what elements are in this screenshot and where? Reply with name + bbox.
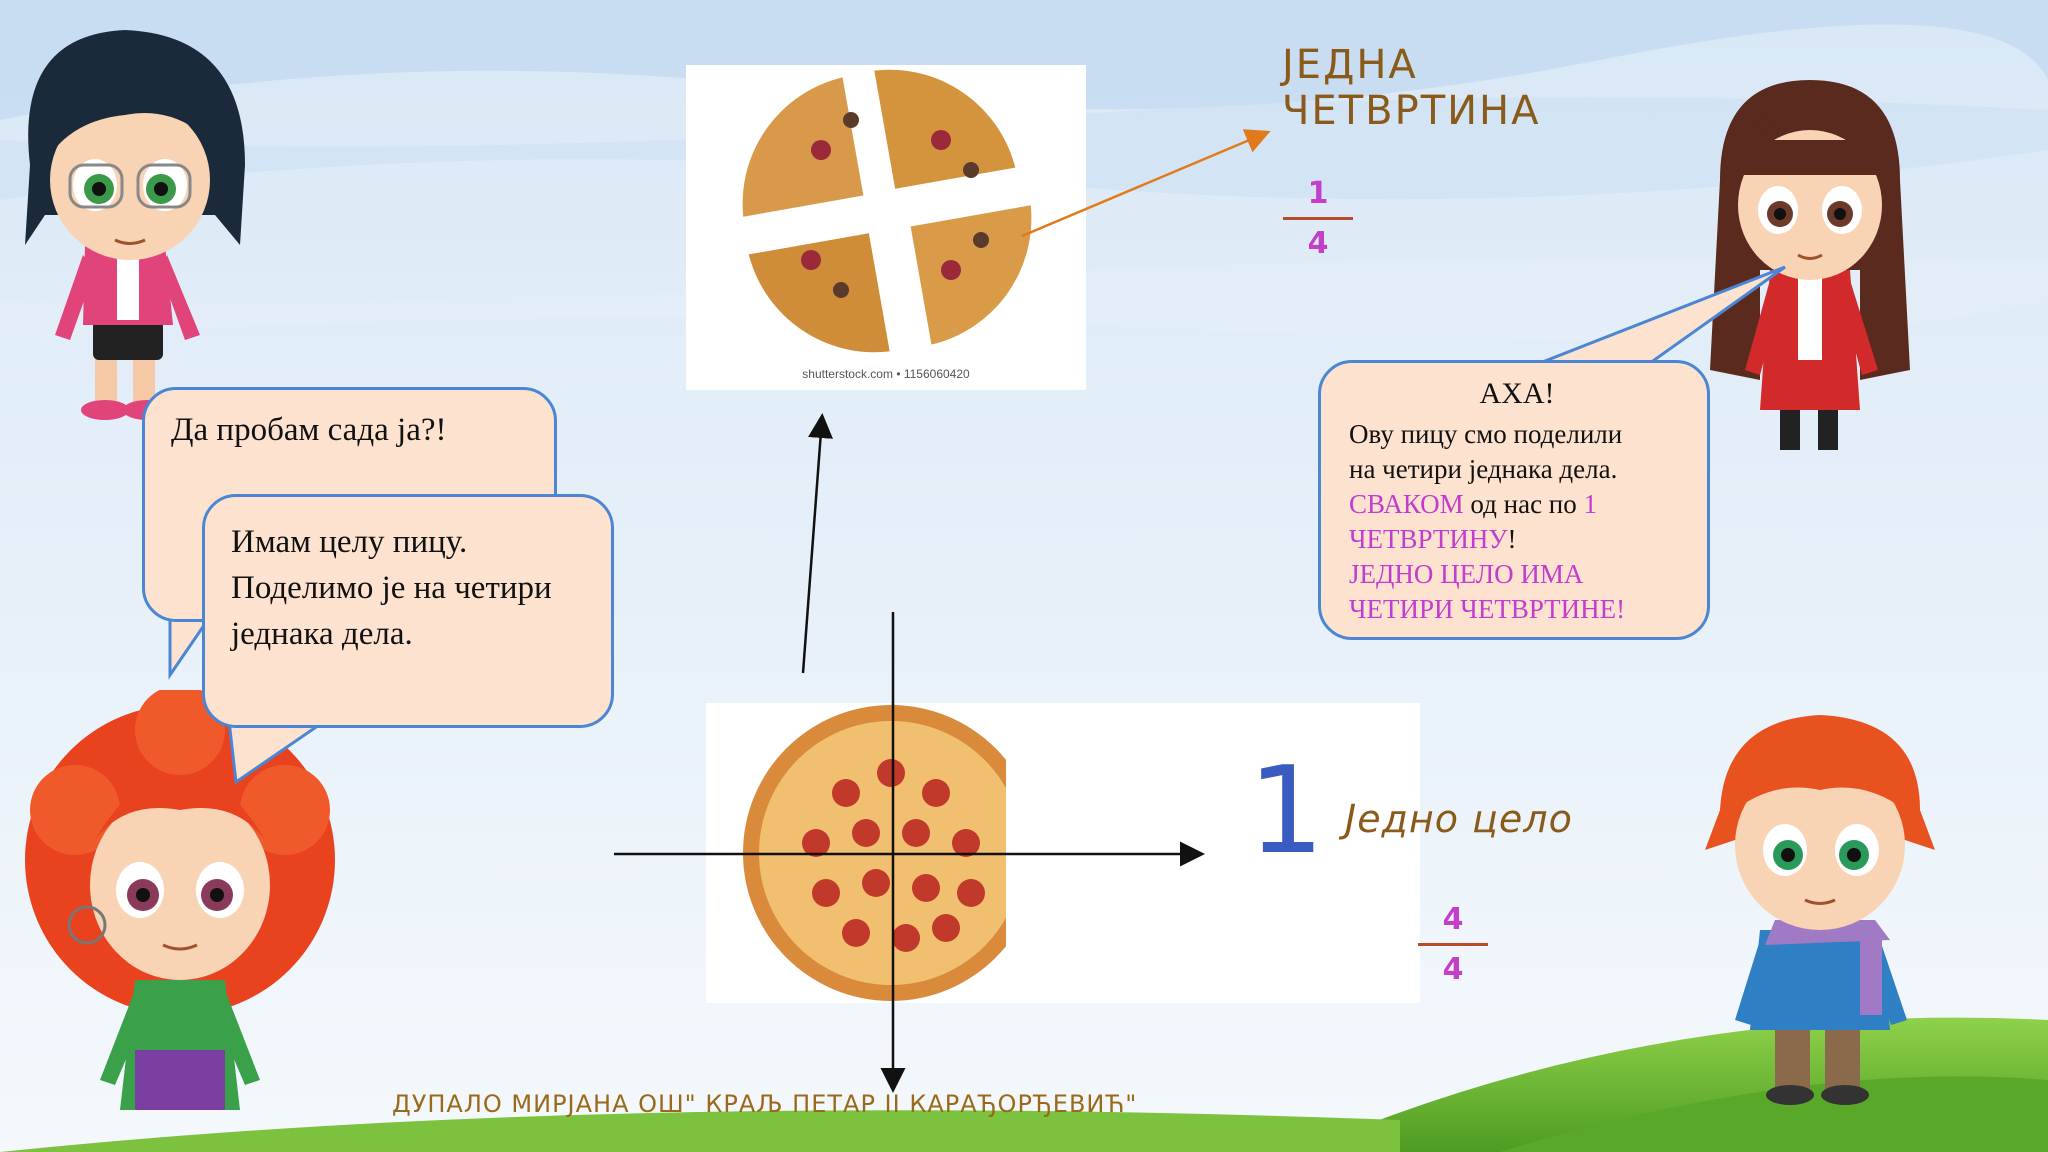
aha-line-2: на четири једнака дела. xyxy=(1349,454,1618,484)
aha-line-3: СВАКОМ од нас по 1 xyxy=(1349,487,1625,522)
quartered-pizza-image xyxy=(742,69,1032,353)
girl-character-long-hair xyxy=(1710,80,1910,450)
whole-pizza-image xyxy=(743,705,1006,1001)
aha-exclaim: ! xyxy=(1507,524,1517,554)
quartered-pizza-photo: shutterstock.com • 1156060420 xyxy=(686,65,1086,390)
footer-author: ДУПАЛО МИРЈАНА ОШ" КРАЉ ПЕТАР II КАРАЂОР… xyxy=(392,1090,1138,1118)
boy-character-scarf xyxy=(1705,715,1935,1105)
one-quarter-label: ЈЕДНА ЧЕТВРТИНА xyxy=(1282,42,1541,134)
bubble-whole-line-1: Имам целу пицу. xyxy=(231,524,468,560)
bubble-whole-line-3: једнака дела. xyxy=(231,616,413,652)
one-whole-label: Једно цело xyxy=(1345,797,1573,841)
aha-line-6: ЧЕТИРИ ЧЕТВРТИНЕ! xyxy=(1349,594,1626,624)
one-quarter-line-2: ЧЕТВРТИНА xyxy=(1282,88,1541,134)
bubble-whole-line-2: Поделимо је на четири xyxy=(231,570,552,606)
photo-credit: shutterstock.com • 1156060420 xyxy=(802,367,970,381)
fraction-whole-bar xyxy=(1418,943,1488,946)
speech-bubble-aha: АХА! Ову пицу смо поделили на четири јед… xyxy=(1318,360,1710,640)
speech-bubble-whole-pizza: Имам целу пицу. Поделимо је на четири је… xyxy=(202,494,614,728)
fraction-quarter-numerator: 1 xyxy=(1307,176,1329,211)
fraction-quarter-bar xyxy=(1283,217,1353,220)
fraction-four-quarters: 4 4 xyxy=(1418,902,1488,987)
bubble-tail-whole xyxy=(228,712,341,785)
aha-each-word: СВАКОМ xyxy=(1349,489,1464,519)
fraction-whole-denominator: 4 xyxy=(1442,952,1464,987)
big-number-one: 1 xyxy=(1248,742,1325,881)
aha-quarter-word: ЧЕТВРТИНУ xyxy=(1349,524,1508,554)
teacher-character xyxy=(25,30,245,420)
aha-line-4: ЧЕТВРТИНУ! xyxy=(1349,522,1625,557)
fraction-quarter-denominator: 4 xyxy=(1307,226,1329,261)
aha-title: АХА! xyxy=(1479,377,1555,410)
aha-body: Ову пицу смо поделили на четири једнака … xyxy=(1349,417,1625,627)
one-quarter-line-1: ЈЕДНА xyxy=(1282,42,1418,88)
fraction-one-quarter: 1 4 xyxy=(1283,176,1353,261)
bubble-try-text: Да пробам сада ја?! xyxy=(171,412,447,448)
curly-hair-girl-character xyxy=(25,690,335,1110)
aha-one-number: 1 xyxy=(1583,489,1598,519)
aha-line-1: Ову пицу смо поделили xyxy=(1349,419,1623,449)
aha-of-us-text: од нас по xyxy=(1463,489,1584,519)
bubble-whole-text: Имам целу пицу. Поделимо је на четири је… xyxy=(231,519,552,657)
fraction-whole-numerator: 4 xyxy=(1442,902,1464,937)
bubble-tail-aha xyxy=(1540,265,1786,365)
aha-line-5: ЈЕДНО ЦЕЛО ИМА xyxy=(1349,559,1584,589)
